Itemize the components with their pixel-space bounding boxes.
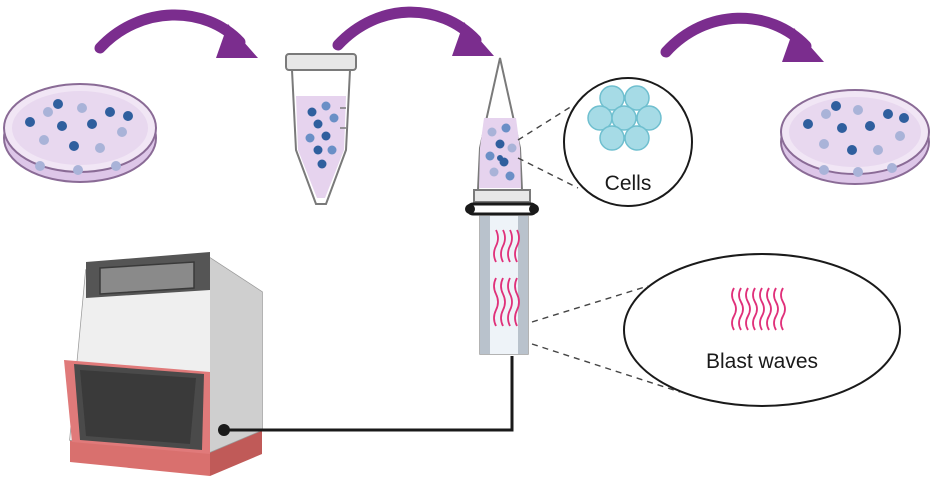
blast-waves-label: Blast waves <box>706 350 818 373</box>
cells-callout: Cells <box>563 77 693 207</box>
cells-label: Cells <box>605 172 652 195</box>
microcentrifuge-tube-icon <box>285 53 357 205</box>
shock-wave-generator-icon <box>64 252 263 476</box>
petri-dish-icon <box>780 89 930 185</box>
curved-arrow-icon <box>332 6 494 56</box>
blast-wave-icon <box>493 229 520 327</box>
cell-cluster-icon <box>587 85 662 151</box>
curved-arrow-icon <box>94 9 258 58</box>
shock-tube-icon <box>465 57 539 355</box>
blast-waves-callout: Blast waves <box>623 253 901 407</box>
callout-lines <box>517 105 681 393</box>
petri-dish-icon <box>3 83 157 183</box>
blast-wave-icon <box>731 287 786 331</box>
curved-arrow-icon <box>660 12 824 62</box>
cable-connector <box>218 424 230 436</box>
cable <box>224 356 514 432</box>
cell-dots <box>25 99 133 175</box>
